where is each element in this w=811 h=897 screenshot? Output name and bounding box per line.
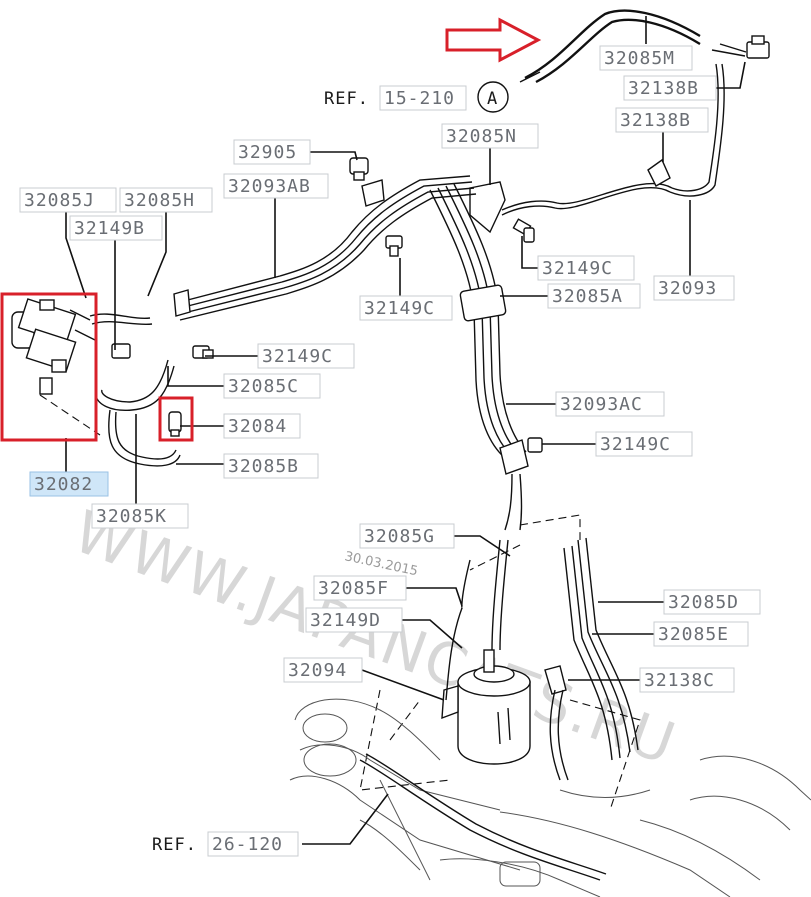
part-label-32905[interactable]: 32905 <box>233 139 311 165</box>
part-label-32138B-2[interactable]: 32138B <box>615 107 709 133</box>
part-label-32085B[interactable]: 32085B <box>223 453 319 479</box>
part-label-32085D[interactable]: 32085D <box>663 589 761 615</box>
date-stamp: 30.03.2015 <box>343 549 419 579</box>
leader-lines <box>65 16 746 845</box>
part-label-text: 32149C <box>600 434 671 455</box>
part-label-text: 32085D <box>668 592 739 613</box>
highlight-box-valve <box>158 396 194 442</box>
part-label-32149C-upper-right[interactable]: 32149C <box>537 255 635 281</box>
part-label-32085E[interactable]: 32085E <box>653 621 749 647</box>
ref-a-circle-letter: A <box>487 89 498 109</box>
ref-b-code: 26-120 <box>212 834 283 855</box>
part-label-text: 32085C <box>228 376 299 397</box>
part-label-text: 32085B <box>228 456 299 477</box>
part-label-32093[interactable]: 32093 <box>653 275 735 301</box>
part-label-32085J[interactable]: 32085J <box>19 187 117 213</box>
canister-icon <box>441 649 531 765</box>
ref-label-a[interactable]: REF. 15-210 A <box>324 85 498 111</box>
part-label-32149D[interactable]: 32149D <box>305 607 403 633</box>
part-label-text: 32138C <box>644 670 715 691</box>
ref-a-prefix: REF. <box>324 89 369 109</box>
part-label-text: 32138B <box>620 110 691 131</box>
part-label-text: 32149B <box>74 218 145 239</box>
part-label-text: 32094 <box>288 660 347 681</box>
ref-label-b[interactable]: REF. 26-120 <box>152 831 299 857</box>
part-label-32149B[interactable]: 32149B <box>69 215 163 241</box>
part-label-text: 32082 <box>34 474 93 495</box>
part-label-text: 32149C <box>262 346 333 367</box>
part-label-text: 32085N <box>446 126 517 147</box>
part-label-32138B[interactable]: 32138B <box>623 75 717 101</box>
part-label-text: 32149C <box>364 298 435 319</box>
part-label-text: 32085G <box>364 526 435 547</box>
part-label-32085F[interactable]: 32085F <box>313 575 407 601</box>
part-label-32149C-lower[interactable]: 32149C <box>595 431 693 457</box>
part-label-text: 32149D <box>310 610 381 631</box>
part-label-32085G[interactable]: 32085G <box>359 523 455 549</box>
part-label-text: 32138B <box>628 78 699 99</box>
ref-a-code: 15-210 <box>384 88 455 109</box>
highlight-box-solenoid <box>0 292 98 442</box>
part-label-text: 32149C <box>542 258 613 279</box>
part-label-32138C[interactable]: 32138C <box>639 667 735 693</box>
part-label-32149C-left[interactable]: 32149C <box>257 343 355 369</box>
part-label-text: 32093AC <box>560 394 643 415</box>
part-label-text: 32085F <box>318 578 389 599</box>
part-label-32082[interactable]: 32082 <box>29 471 109 497</box>
part-label-text: 32085E <box>658 624 729 645</box>
part-label-32085M[interactable]: 32085M <box>599 45 693 71</box>
part-label-text: 32085M <box>604 48 675 69</box>
part-label-text: 32905 <box>238 142 297 163</box>
part-label-32085A[interactable]: 32085A <box>547 283 641 309</box>
part-label-text: 32085J <box>24 190 95 211</box>
part-label-text: 32085K <box>96 506 167 527</box>
ref-b-prefix: REF. <box>152 835 197 855</box>
part-label-32085C[interactable]: 32085C <box>223 373 321 399</box>
part-label-32149C-middle[interactable]: 32149C <box>359 295 453 321</box>
part-label-text: 32085H <box>124 190 195 211</box>
part-label-32093AB[interactable]: 32093AB <box>223 173 329 199</box>
line-art <box>11 9 811 897</box>
part-label-text: 32085A <box>552 286 623 307</box>
part-label-32094[interactable]: 32094 <box>283 657 363 683</box>
part-label-32085N[interactable]: 32085N <box>441 123 539 149</box>
part-label-32084[interactable]: 32084 <box>223 413 301 439</box>
part-label-text: 32093 <box>658 278 717 299</box>
part-label-32085H[interactable]: 32085H <box>119 187 213 213</box>
part-label-text: 32093AB <box>228 176 311 197</box>
part-label-text: 32084 <box>228 416 287 437</box>
part-label-32085K[interactable]: 32085K <box>91 503 189 529</box>
part-label-32093AC[interactable]: 32093AC <box>555 391 665 417</box>
red-arrow-icon <box>445 17 542 63</box>
